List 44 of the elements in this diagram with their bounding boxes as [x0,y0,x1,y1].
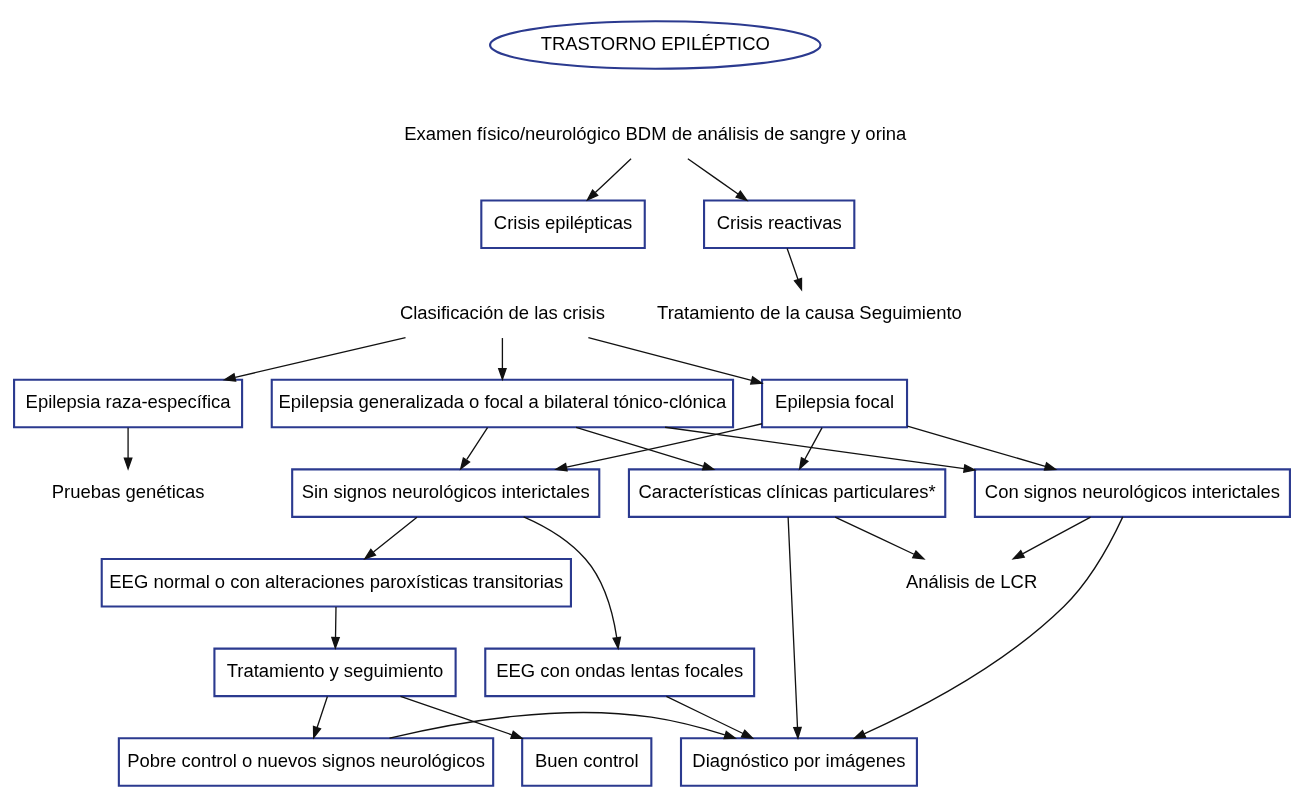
node-box: Características clínicas particulares* [627,467,947,518]
node-box: Crisis epilépticas [480,198,646,249]
arrow [687,157,749,201]
node-text: Tratamiento de la causa Seguimiento [657,301,962,323]
arrow [665,695,755,739]
node-text: Clasificación de las crisis [399,301,605,323]
node-box: Epilepsia focal [761,378,909,428]
arrow [523,515,622,650]
node-text: Análisis de LCR [906,570,1038,592]
arrow [852,515,1124,739]
arrow [798,426,823,471]
node-box: Sin signos neurológicos interictales [291,467,601,518]
node-box: Diagnóstico por imágenes [679,736,918,787]
arrow [363,516,418,560]
arrow [497,336,508,381]
node-box: Epilepsia raza-específica [13,378,244,428]
node-box: Con signos neurológicos interictales [973,467,1291,518]
node-box: Tratamiento y seguimiento [213,647,457,697]
arrow [459,426,489,470]
node-box: Buen control [521,736,653,787]
arrow [554,422,763,472]
arrow [664,426,977,473]
node-box: Crisis reactivas [703,198,856,249]
arrow [585,157,632,201]
arrow [786,247,803,291]
arrow [906,424,1058,471]
node-ellipse: TRASTORNO EPILÉPTICO [489,19,822,70]
arrow [587,336,764,385]
arrow [834,515,926,560]
arrow [787,516,803,740]
arrow [575,426,716,471]
node-box: EEG con ondas lentas focales [484,647,756,697]
arrow [330,605,341,650]
arrow [388,711,738,739]
arrow [1011,515,1092,560]
node-box: Epilepsia generalizada o focal a bilateral tónico-clónica [270,378,735,428]
node-box: Pobre control o nuevos signos neurológicos [117,736,495,787]
node-box: EEG normal o con alteraciones paroxísticas transitorias [100,557,572,608]
arrow [222,336,407,382]
node-text: Pruebas genéticas [51,480,205,502]
arrow [312,695,329,740]
arrow [123,426,133,471]
node-text: Examen físico/neurológico BDM de análisis de sangre y orina [404,122,907,143]
arrow [399,695,524,739]
